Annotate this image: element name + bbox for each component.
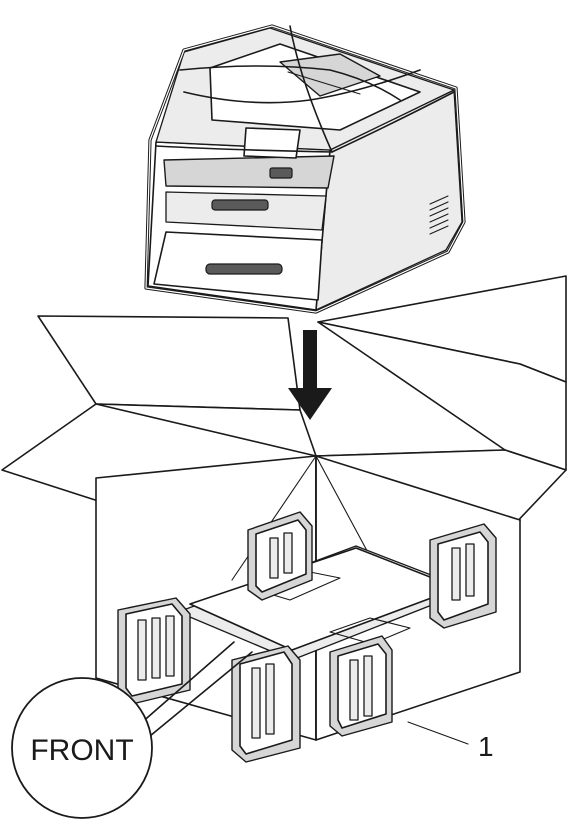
box-right-upper-flap xyxy=(317,321,567,471)
control-panel xyxy=(163,155,335,189)
front-circle xyxy=(11,677,153,819)
callout-number: 1 xyxy=(478,731,494,762)
touchscreen xyxy=(243,127,301,159)
down-arrow xyxy=(288,330,332,420)
front-label: FRONT xyxy=(11,641,253,819)
packing-piece-front-left xyxy=(117,597,191,705)
packing-piece-back-left xyxy=(247,511,313,601)
printer xyxy=(144,24,466,314)
side-vent xyxy=(429,195,449,235)
box-back-left-flap xyxy=(37,315,301,411)
callout-1: 1 xyxy=(407,721,494,762)
front-text: FRONT xyxy=(30,734,133,767)
plastic-bag xyxy=(144,24,466,314)
packing-piece-back-right xyxy=(429,523,497,629)
packing-pieces xyxy=(117,511,497,763)
packing-piece-front-right xyxy=(231,635,393,763)
